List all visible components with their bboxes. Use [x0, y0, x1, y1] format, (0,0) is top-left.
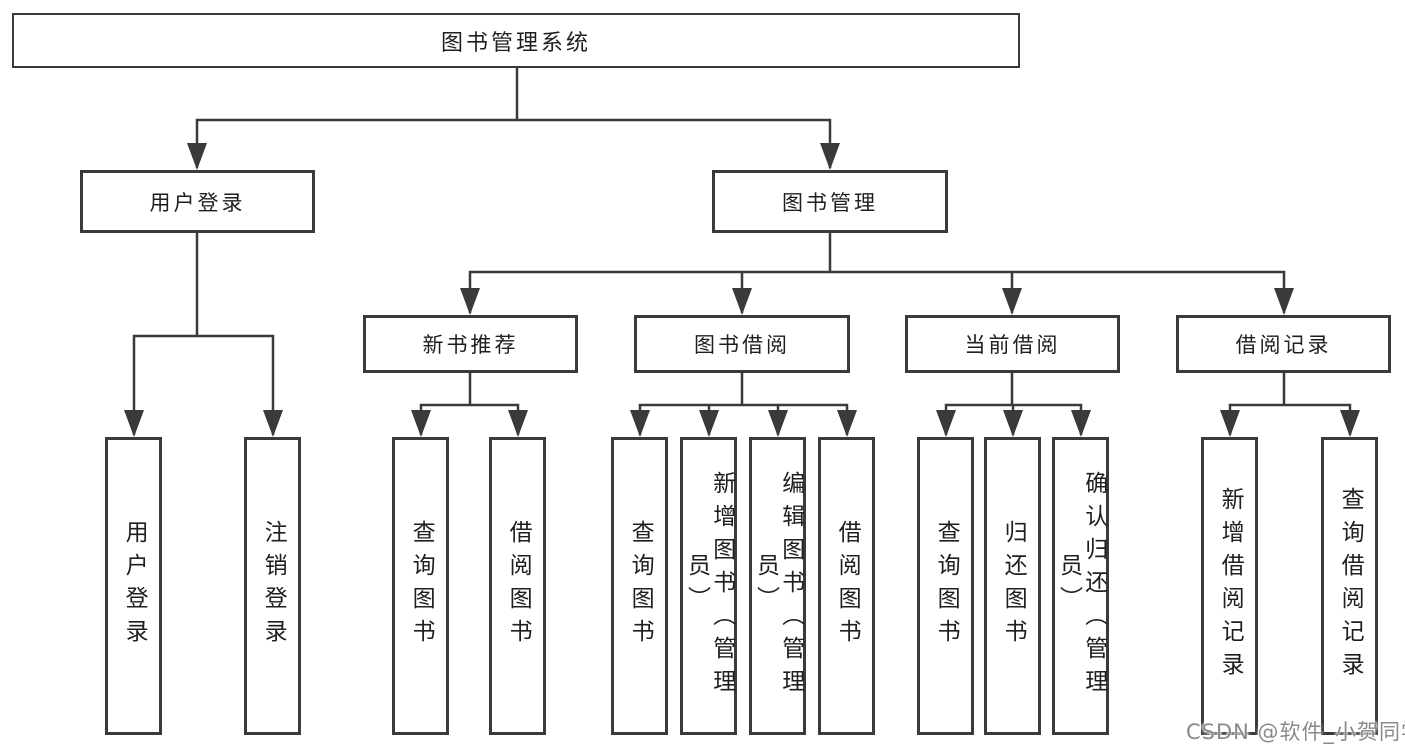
arrow-to-leaf-confirm-return [1071, 410, 1091, 437]
arrow-to-leaf-add-book [699, 410, 719, 437]
leaf-query-books-2: 查询图书 [611, 437, 668, 735]
arrow-to-leaf-borrow-books-1 [508, 410, 528, 437]
leaf-logout: 注销登录 [244, 437, 301, 735]
node-book-management: 图书管理 [712, 170, 948, 233]
arrow-to-leaf-query-books-2 [630, 410, 650, 437]
leaf-query-borrow-record: 查询借阅记录 [1321, 437, 1378, 735]
leaf-query-books-1: 查询图书 [392, 437, 449, 735]
arrow-to-borrow-records [1274, 288, 1294, 315]
leaf-borrow-books-1: 借阅图书 [489, 437, 546, 735]
edge-book-borrow-children [638, 373, 849, 435]
arrow-to-leaf-logout [263, 410, 283, 437]
leaf-borrow-books-2: 借阅图书 [818, 437, 875, 735]
arrow-to-leaf-query-books-3 [936, 410, 956, 437]
edge-new-book-children [419, 373, 520, 435]
leaf-add-borrow-record: 新增借阅记录 [1201, 437, 1258, 735]
node-library-system: 图书管理系统 [12, 13, 1020, 68]
arrow-to-user-login [187, 143, 207, 170]
arrow-to-leaf-query-books-1 [411, 410, 431, 437]
arrow-to-leaf-return-books [1003, 410, 1023, 437]
leaf-confirm-return-admin: 确认归还（管理员） [1052, 437, 1109, 735]
arrow-to-leaf-edit-book [768, 410, 788, 437]
edge-user-login-children [132, 233, 275, 435]
edge-root-to-level2 [195, 68, 832, 168]
leaf-user-login: 用户登录 [105, 437, 162, 735]
arrow-to-leaf-user-login [124, 410, 144, 437]
arrow-to-leaf-add-record [1220, 410, 1240, 437]
edge-borrow-record-children [1228, 373, 1352, 435]
leaf-add-book-admin: 新增图书（管理员） [680, 437, 737, 735]
leaf-edit-book-admin: 编辑图书（管理员） [749, 437, 806, 735]
arrow-to-book-management [820, 143, 840, 170]
node-new-book-recommend: 新书推荐 [363, 315, 578, 373]
arrow-to-leaf-query-record [1340, 410, 1360, 437]
watermark: CSDN @软件_小贺同学 [1186, 720, 1405, 744]
node-book-borrowing: 图书借阅 [634, 315, 850, 373]
arrow-to-book-borrowing [732, 288, 752, 315]
arrow-to-current-borrowing [1002, 288, 1022, 315]
arrow-to-new-book-recommend [460, 288, 480, 315]
leaf-return-books: 归还图书 [984, 437, 1041, 735]
node-current-borrowing: 当前借阅 [905, 315, 1120, 373]
arrow-to-leaf-borrow-books-2 [837, 410, 857, 437]
edge-book-management-to-level3 [468, 233, 1286, 313]
node-borrow-records: 借阅记录 [1176, 315, 1391, 373]
edge-current-borrow-children [944, 373, 1083, 435]
leaf-query-books-3: 查询图书 [917, 437, 974, 735]
node-user-login: 用户登录 [80, 170, 315, 233]
